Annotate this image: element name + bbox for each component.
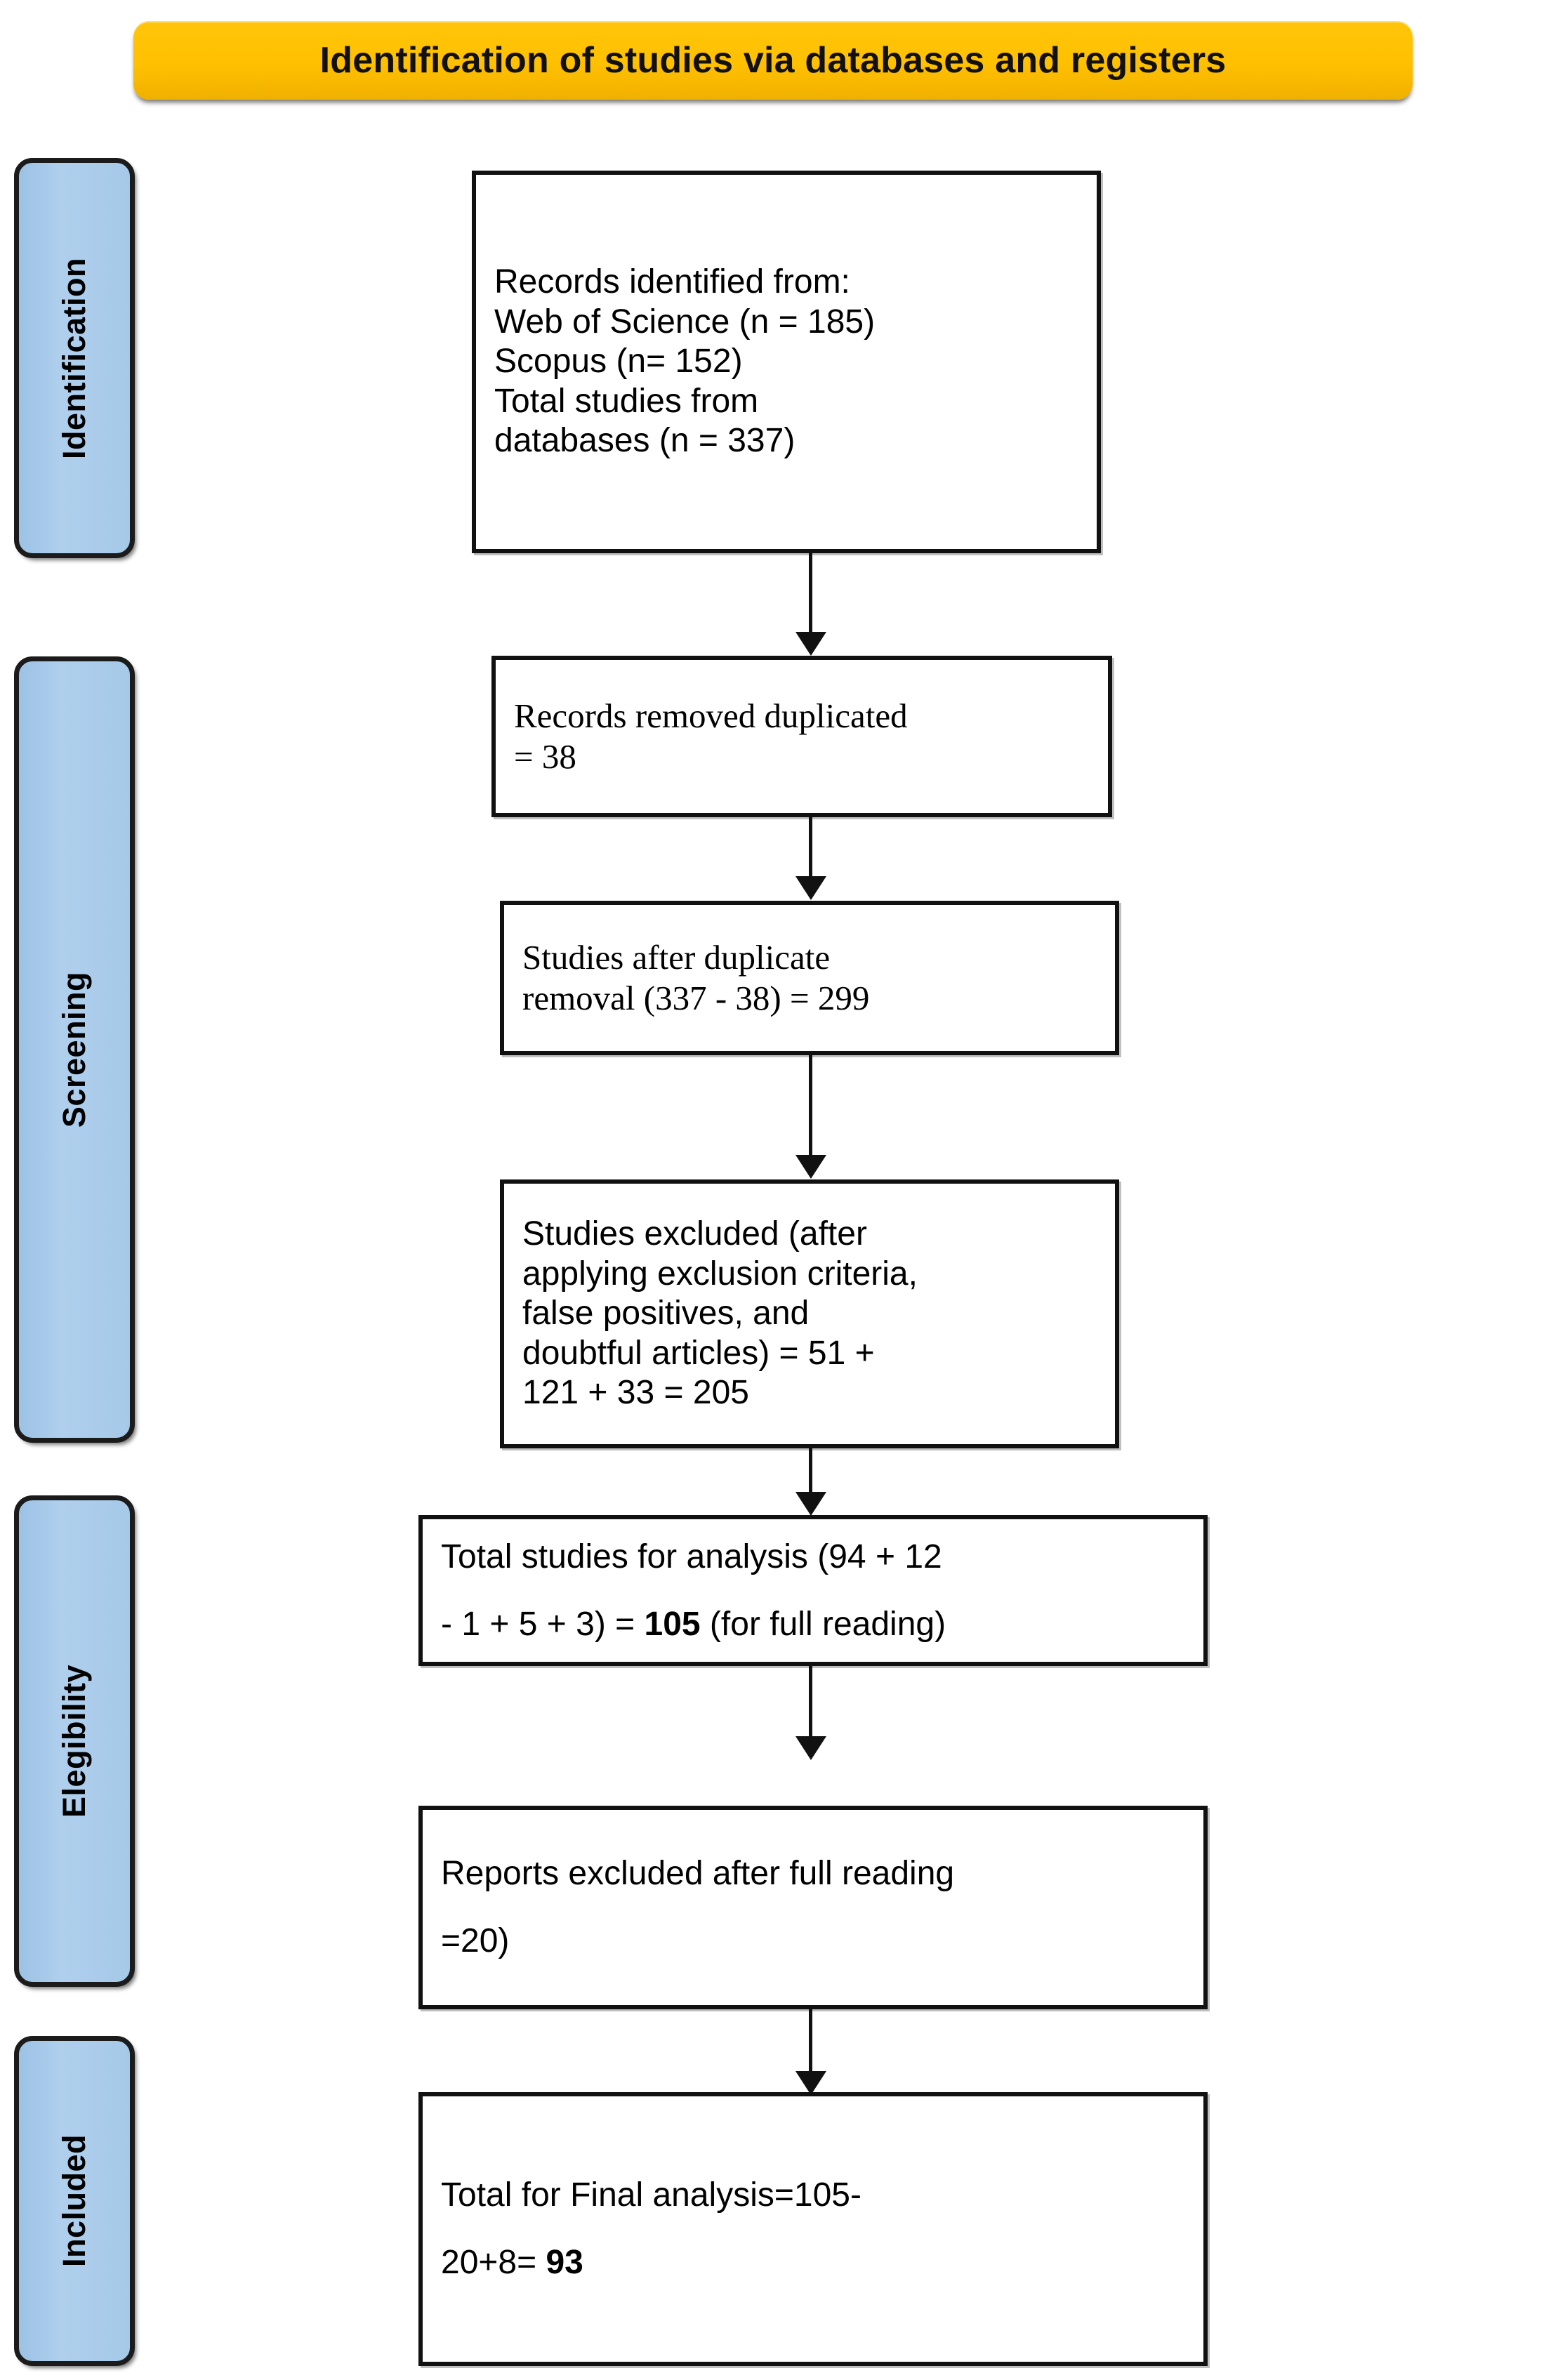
arrowhead-1	[795, 632, 826, 656]
after-duplicates-line-1: Studies after duplicate	[522, 938, 831, 977]
arrowhead-3	[795, 1155, 826, 1179]
excluded-screening-line-5: 121 + 33 = 205	[522, 1374, 749, 1412]
records-identified-line-3: Scopus (n= 152)	[494, 343, 743, 381]
final-line-2: 20+8= 93	[423, 2229, 1203, 2296]
final-line-1: Total for Final analysis=105-	[441, 2176, 861, 2214]
records-identified-line-2: Web of Science (n = 185)	[494, 303, 876, 341]
duplicates-removed-line-1: Records removed duplicated	[514, 696, 908, 736]
for-analysis-line-1: Total studies for analysis (94 + 12	[441, 1538, 942, 1575]
stage-tab-identification: Identification	[14, 158, 135, 558]
arrowhead-6	[795, 2071, 826, 2095]
records-identified-line-4: Total studies from	[494, 382, 759, 420]
excluded-screening-line-2: applying exclusion criteria,	[522, 1255, 918, 1293]
excluded-screening-line-1: Studies excluded (after	[522, 1215, 867, 1252]
final-count: 93	[546, 2244, 583, 2281]
records-identified-line-5: databases (n = 337)	[494, 422, 795, 460]
excluded-screening-line-4: doubtful articles) = 51 +	[522, 1334, 875, 1372]
connector-6	[809, 2009, 812, 2076]
final-line-2-prefix: 20+8=	[441, 2244, 546, 2281]
connector-4	[809, 1448, 812, 1498]
stage-label-elegibility: Elegibility	[56, 1664, 92, 1818]
arrowhead-5	[795, 1736, 826, 1760]
box-final-analysis: Total for Final analysis=105- 20+8= 93	[418, 2092, 1208, 2366]
stage-label-identification: Identification	[56, 257, 92, 459]
stage-tab-elegibility: Elegibility	[14, 1495, 135, 1987]
box-reports-excluded-full-reading: Reports excluded after full reading =20)	[418, 1806, 1208, 2009]
records-identified-line-1: Records identified from:	[494, 263, 850, 300]
connector-1	[809, 553, 812, 637]
for-analysis-line-2: - 1 + 5 + 3) = 105 (for full reading)	[423, 1591, 1203, 1658]
box-duplicates-removed: Records removed duplicated = 38	[491, 656, 1112, 817]
connector-3	[809, 1055, 812, 1159]
stage-tab-screening: Screening	[14, 656, 135, 1443]
connector-2	[809, 817, 812, 882]
header-title: Identification of studies via databases …	[319, 40, 1227, 81]
duplicates-removed-line-2: = 38	[514, 737, 576, 776]
stage-label-included: Included	[56, 2134, 92, 2268]
arrowhead-4	[795, 1492, 826, 1516]
box-total-studies-for-analysis: Total studies for analysis (94 + 12 - 1 …	[418, 1515, 1208, 1666]
arrowhead-2	[795, 876, 826, 900]
for-analysis-count: 105	[644, 1605, 701, 1643]
for-analysis-line-2-suffix: (for full reading)	[700, 1605, 946, 1643]
header-banner: Identification of studies via databases …	[133, 21, 1413, 100]
connector-5	[809, 1666, 812, 1743]
box-studies-excluded-screening: Studies excluded (after applying exclusi…	[500, 1179, 1119, 1448]
excluded-full-reading-line-2: =20)	[441, 1922, 510, 1959]
after-duplicates-line-2: removal (337 - 38) = 299	[522, 979, 870, 1017]
stage-tab-included: Included	[14, 2036, 135, 2366]
box-after-duplicate-removal: Studies after duplicate removal (337 - 3…	[500, 901, 1119, 1055]
excluded-screening-line-3: false positives, and	[522, 1295, 810, 1333]
box-records-identified: Records identified from: Web of Science …	[472, 171, 1101, 553]
excluded-full-reading-line-1: Reports excluded after full reading	[441, 1855, 955, 1892]
stage-label-screening: Screening	[56, 971, 92, 1128]
for-analysis-line-2-prefix: - 1 + 5 + 3) =	[441, 1605, 645, 1643]
